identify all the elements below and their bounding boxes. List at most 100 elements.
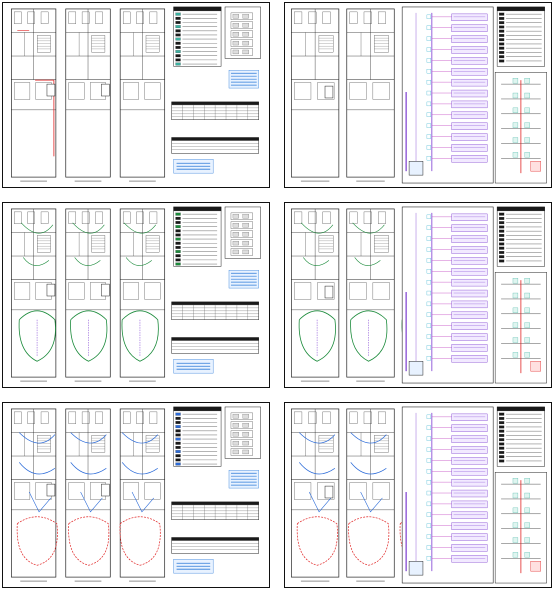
panel-board-box [451,457,488,465]
fixture-symbol [149,11,158,24]
legend-swatch [175,254,181,258]
panel-board-box [451,322,488,330]
room-block [294,282,312,300]
lighting-circuit-arc [354,257,381,266]
meter-symbol [426,269,432,274]
service-entrance-symbol [530,361,541,372]
stair-symbol [318,35,334,53]
panel-board-box [451,78,488,87]
meter-symbol [426,80,432,85]
meter-symbol [426,334,432,339]
drawing-sheet-bottom-right [284,402,552,588]
floor-panel-symbol [524,78,530,84]
fixture-symbol [95,11,103,24]
meter-symbol [426,545,432,550]
panel-board-box [451,424,488,432]
legend-swatch [499,429,505,433]
elevation-floor [230,48,253,56]
elevation-floor [230,439,253,447]
meter-symbol [426,523,432,528]
shaft-symbol [101,83,110,97]
window-symbol [242,232,249,237]
legend-swatch [499,29,505,33]
meter-symbol [426,47,432,52]
room-block [14,282,31,300]
meter-symbol [426,480,432,485]
panel-board-box [451,355,488,363]
legend-swatch [499,229,505,233]
panel-board-box [451,57,488,65]
floor-panel-symbol [512,522,519,528]
panel-board-box [451,289,488,298]
schedule-header [171,337,259,341]
room-block [294,482,312,500]
fixture-symbol [27,211,35,224]
fixture-symbol [14,11,22,24]
legend-swatch [175,41,181,45]
legend-swatch [499,34,505,37]
meter-symbol [426,458,432,463]
fixture-symbol [122,211,131,224]
legend-swatch [175,37,181,41]
legend-swatch [175,212,181,216]
shaft-symbol [46,283,56,297]
window-symbol [232,14,239,19]
legend-swatch [499,234,505,237]
room-block [317,282,335,300]
panel-board-box [451,555,488,563]
drawing-sheet-bottom-left [2,402,270,588]
legend-swatch [175,33,181,37]
room-block [68,82,85,100]
sheet-svg-tl [11,6,261,182]
schedule-header [171,101,259,106]
meter-symbol [426,312,432,317]
window-symbol [232,49,239,55]
fixture-symbol [68,411,77,424]
fixture-symbol [40,11,49,24]
fixture-symbol [81,11,90,24]
window-symbol [242,432,249,437]
room-block [144,282,161,300]
fixture-symbol [308,411,317,424]
meter-symbol [426,447,432,452]
meter-symbol [426,345,432,350]
elevation-floor [230,239,253,247]
room-block [349,282,367,300]
outlet-circuit-run [80,491,103,513]
legend-swatch [499,55,505,59]
lighting-circuit-loop [298,310,336,362]
floor-panel-symbol [524,537,530,543]
legend-swatch [175,425,181,429]
legend-swatch [499,225,505,229]
floor-panel-symbol [512,322,519,328]
fixture-symbol [136,211,144,224]
stair-symbol [374,235,389,253]
main-meter-symbol [408,161,424,176]
meter-symbol [426,436,432,441]
meter-symbol [426,36,432,41]
stair-symbol [37,435,51,453]
panel-board-box [451,35,488,43]
floor-panel-symbol [512,337,519,343]
fixture-symbol [68,211,77,224]
meter-symbol [426,58,432,63]
panel-board-box [451,246,488,254]
meter-symbol [426,145,432,150]
panel-board-box [451,235,488,243]
meter-symbol [426,112,432,117]
meter-symbol [426,101,432,107]
lighting-circuit-arc [352,222,385,234]
window-symbol [242,40,249,46]
elevation-floor [230,12,253,20]
legend-swatch [175,225,181,229]
panel-board-box [451,278,488,287]
elevation-floor [230,221,253,229]
panel-board-box [451,511,488,519]
meter-symbol [426,534,432,539]
legend-swatch [499,42,505,46]
elevation-floor [230,430,253,438]
window-symbol [232,414,239,419]
outlet-circuit-run [350,432,387,475]
legend-header [496,406,545,412]
legend-swatch [499,459,505,463]
